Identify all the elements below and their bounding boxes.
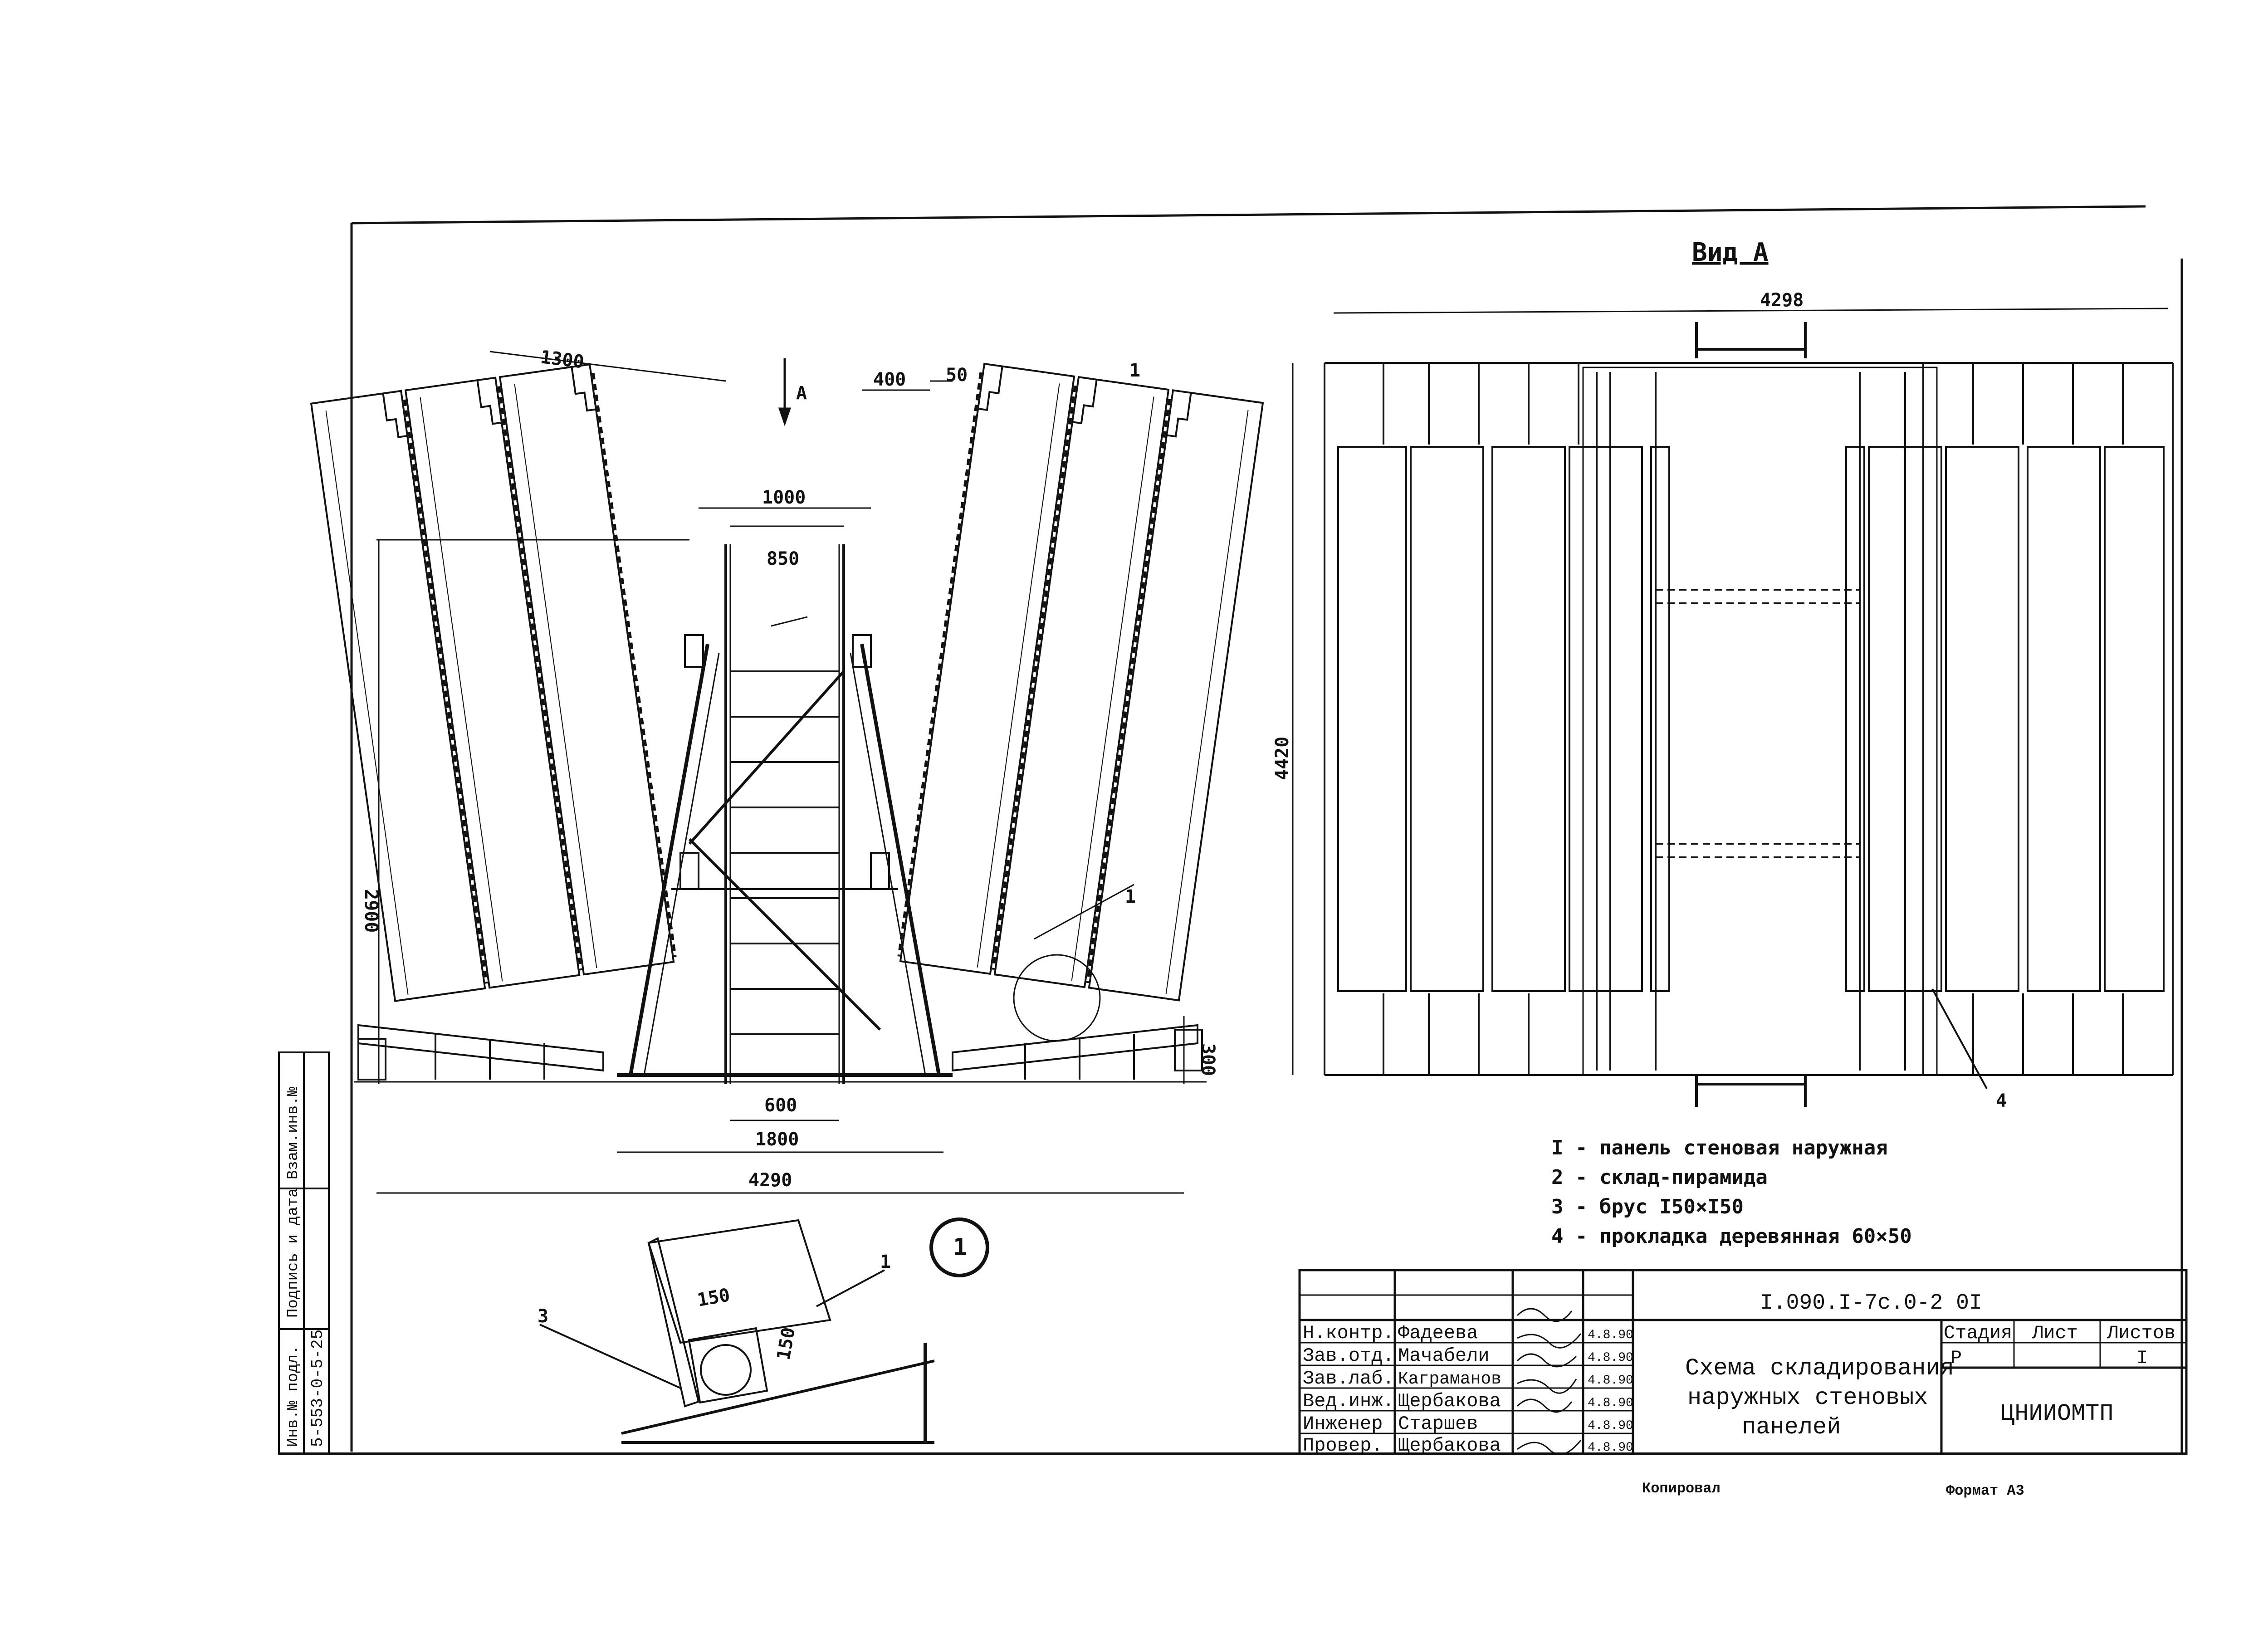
dim-1800: 1800 [755, 1129, 799, 1150]
drawing-title-line-3: панелей [1742, 1414, 1841, 1441]
detail-callout-1: 1 [880, 1252, 891, 1272]
drawing-title-line-1: Схема складирования [1685, 1355, 1954, 1382]
left-dimension-labels: 1300 400 50 1000 850 2900 600 1800 4290 … [361, 347, 1218, 1191]
approval-name: Каграманов [1398, 1369, 1501, 1389]
dim-4298: 4298 [1760, 290, 1804, 311]
dim-850: 850 [767, 548, 799, 569]
col-sheet: Лист [2032, 1322, 2078, 1344]
approval-date: 4.8.90 [1588, 1328, 1633, 1342]
right-panel-stack [897, 362, 1264, 1002]
legend-item-3: 3 - брус I50×I50 [1551, 1195, 1744, 1218]
approval-role: Зав.лаб. [1303, 1368, 1394, 1389]
drawing-code: I.090.I-7с.0-2 0I [1760, 1291, 1982, 1315]
approval-role: Вед.инж. [1303, 1390, 1394, 1412]
col-sheets: Листов [2107, 1322, 2175, 1344]
dim-400: 400 [873, 369, 906, 390]
dim-4420: 4420 [1272, 737, 1293, 780]
dim-1000: 1000 [762, 487, 806, 508]
dim-1300: 1300 [539, 347, 585, 372]
drawing-title-line-2: наружных стеновых [1687, 1384, 1928, 1411]
signatures [1516, 1308, 1582, 1455]
stamp-label-inv: Инв.№ подл. [285, 1345, 302, 1447]
approval-date: 4.8.90 [1588, 1374, 1633, 1388]
left-dimensions [376, 351, 1185, 1194]
detail-1-drawing [539, 1217, 989, 1444]
side-stamp [278, 1051, 330, 1455]
approval-name: Фадеева [1398, 1322, 1478, 1344]
approval-role: Провер. [1303, 1435, 1383, 1457]
legend-item-1: I - панель стеновая наружная [1551, 1136, 1888, 1159]
approval-name: Щербакова [1398, 1435, 1501, 1457]
stamp-label-sign: Подпись и дата [285, 1188, 302, 1318]
footer-format: Формат А3 [1946, 1482, 2024, 1499]
dim-50: 50 [946, 365, 968, 386]
stamp-label-replace: Взам.инв.№ [285, 1087, 302, 1179]
approval-name: Старшев [1398, 1413, 1478, 1435]
arrow-label-a: А [796, 383, 807, 404]
stage-value: Р [1950, 1347, 1962, 1369]
callout-1-top: 1 [1129, 360, 1140, 381]
left-panel-stack [310, 363, 677, 1002]
approval-date: 4.8.90 [1588, 1419, 1633, 1433]
organization: ЦНИИОМТП [2000, 1400, 2114, 1427]
col-stage: Стадия [1944, 1322, 2012, 1344]
sheet-frame [279, 205, 2186, 1455]
legend-item-2: 2 - склад-пирамида [1551, 1166, 1768, 1189]
pyramid-rack [617, 544, 953, 1084]
approval-date: 4.8.90 [1588, 1441, 1633, 1455]
approval-role: Инженер [1303, 1413, 1383, 1435]
right-dimensions [1292, 308, 2169, 1075]
approval-date: 4.8.90 [1588, 1396, 1633, 1410]
approval-name: Щербакова [1398, 1390, 1501, 1412]
base-beams [354, 1024, 1207, 1083]
legend-item-4: 4 - прокладка деревянная 60×50 [1551, 1225, 1912, 1248]
approval-role: Зав.отд. [1303, 1345, 1394, 1367]
title-block-grid [1298, 1269, 2188, 1455]
view-title: Вид А [1692, 238, 1769, 267]
legend: I - панель стеновая наружная 2 - склад-п… [1551, 1136, 1912, 1248]
dim-600: 600 [764, 1095, 797, 1116]
side-view-drawing [310, 362, 1264, 1084]
approval-name: Мачабели [1398, 1345, 1490, 1367]
stamp-value: 5-553-0-5-25 [308, 1330, 327, 1447]
dim-2900: 2900 [361, 889, 381, 933]
sheets-value: I [2136, 1347, 2148, 1369]
footer-copied: Копировал [1642, 1480, 1721, 1497]
approval-role: Н.контр. [1303, 1322, 1394, 1344]
detail-dim-150-b: 150 [773, 1326, 800, 1362]
approval-date: 4.8.90 [1588, 1351, 1633, 1365]
dim-300: 300 [1198, 1043, 1218, 1076]
detail-callout-3: 3 [538, 1306, 548, 1327]
approval-rows: Н.контр. Фадеева 4.8.90 Зав.отд. Мачабел… [1303, 1322, 1633, 1457]
detail-dim-150-a: 150 [696, 1285, 732, 1311]
detail-circle-mark: 1 [953, 1234, 967, 1261]
callout-4: 4 [1996, 1090, 2007, 1111]
front-view-a [1324, 322, 2174, 1107]
dim-4290-left: 4290 [748, 1170, 792, 1191]
callout-1-mid: 1 [1125, 886, 1136, 907]
